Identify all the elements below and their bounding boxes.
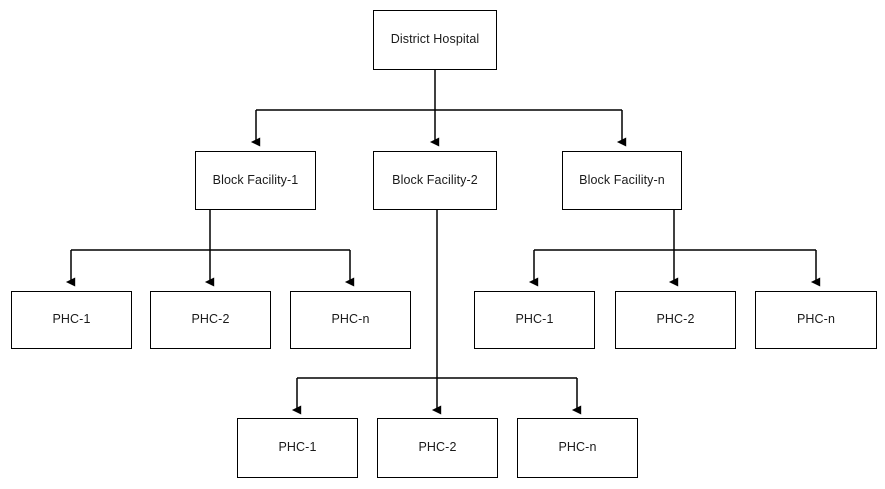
node-label: Block Facility-1 [212, 172, 299, 187]
node-label: PHC-n [331, 312, 370, 327]
node-phc-bottom-n[interactable]: PHC-n [517, 418, 638, 478]
node-phc-left-1[interactable]: PHC-1 [11, 291, 132, 349]
node-label: PHC-1 [278, 440, 317, 455]
node-phc-bottom-1[interactable]: PHC-1 [237, 418, 358, 478]
node-phc-right-2[interactable]: PHC-2 [615, 291, 736, 349]
node-label: District Hospital [390, 32, 480, 47]
node-phc-left-2[interactable]: PHC-2 [150, 291, 271, 349]
node-label: PHC-n [796, 312, 835, 327]
node-label: PHC-2 [191, 312, 230, 327]
node-label: PHC-2 [418, 440, 457, 455]
node-label: PHC-n [558, 440, 597, 455]
node-phc-right-1[interactable]: PHC-1 [474, 291, 595, 349]
node-label: Block Facility-2 [392, 172, 478, 187]
node-block-facility-n[interactable]: Block Facility-n [562, 151, 682, 210]
node-phc-left-n[interactable]: PHC-n [290, 291, 411, 349]
edge-district-to-blocks [250, 70, 627, 147]
node-label: PHC-1 [515, 312, 554, 327]
node-phc-right-n[interactable]: PHC-n [755, 291, 877, 349]
node-label: PHC-1 [52, 312, 91, 327]
node-label: Block Facility-n [579, 172, 665, 187]
node-label: PHC-2 [656, 312, 695, 327]
edge-block1-to-phc-left [65, 210, 355, 287]
edge-blockn-to-phc-right [528, 210, 821, 287]
node-district-hospital[interactable]: District Hospital [373, 10, 497, 70]
node-phc-bottom-2[interactable]: PHC-2 [377, 418, 498, 478]
node-block-facility-1[interactable]: Block Facility-1 [195, 151, 316, 210]
node-block-facility-2[interactable]: Block Facility-2 [373, 151, 497, 210]
